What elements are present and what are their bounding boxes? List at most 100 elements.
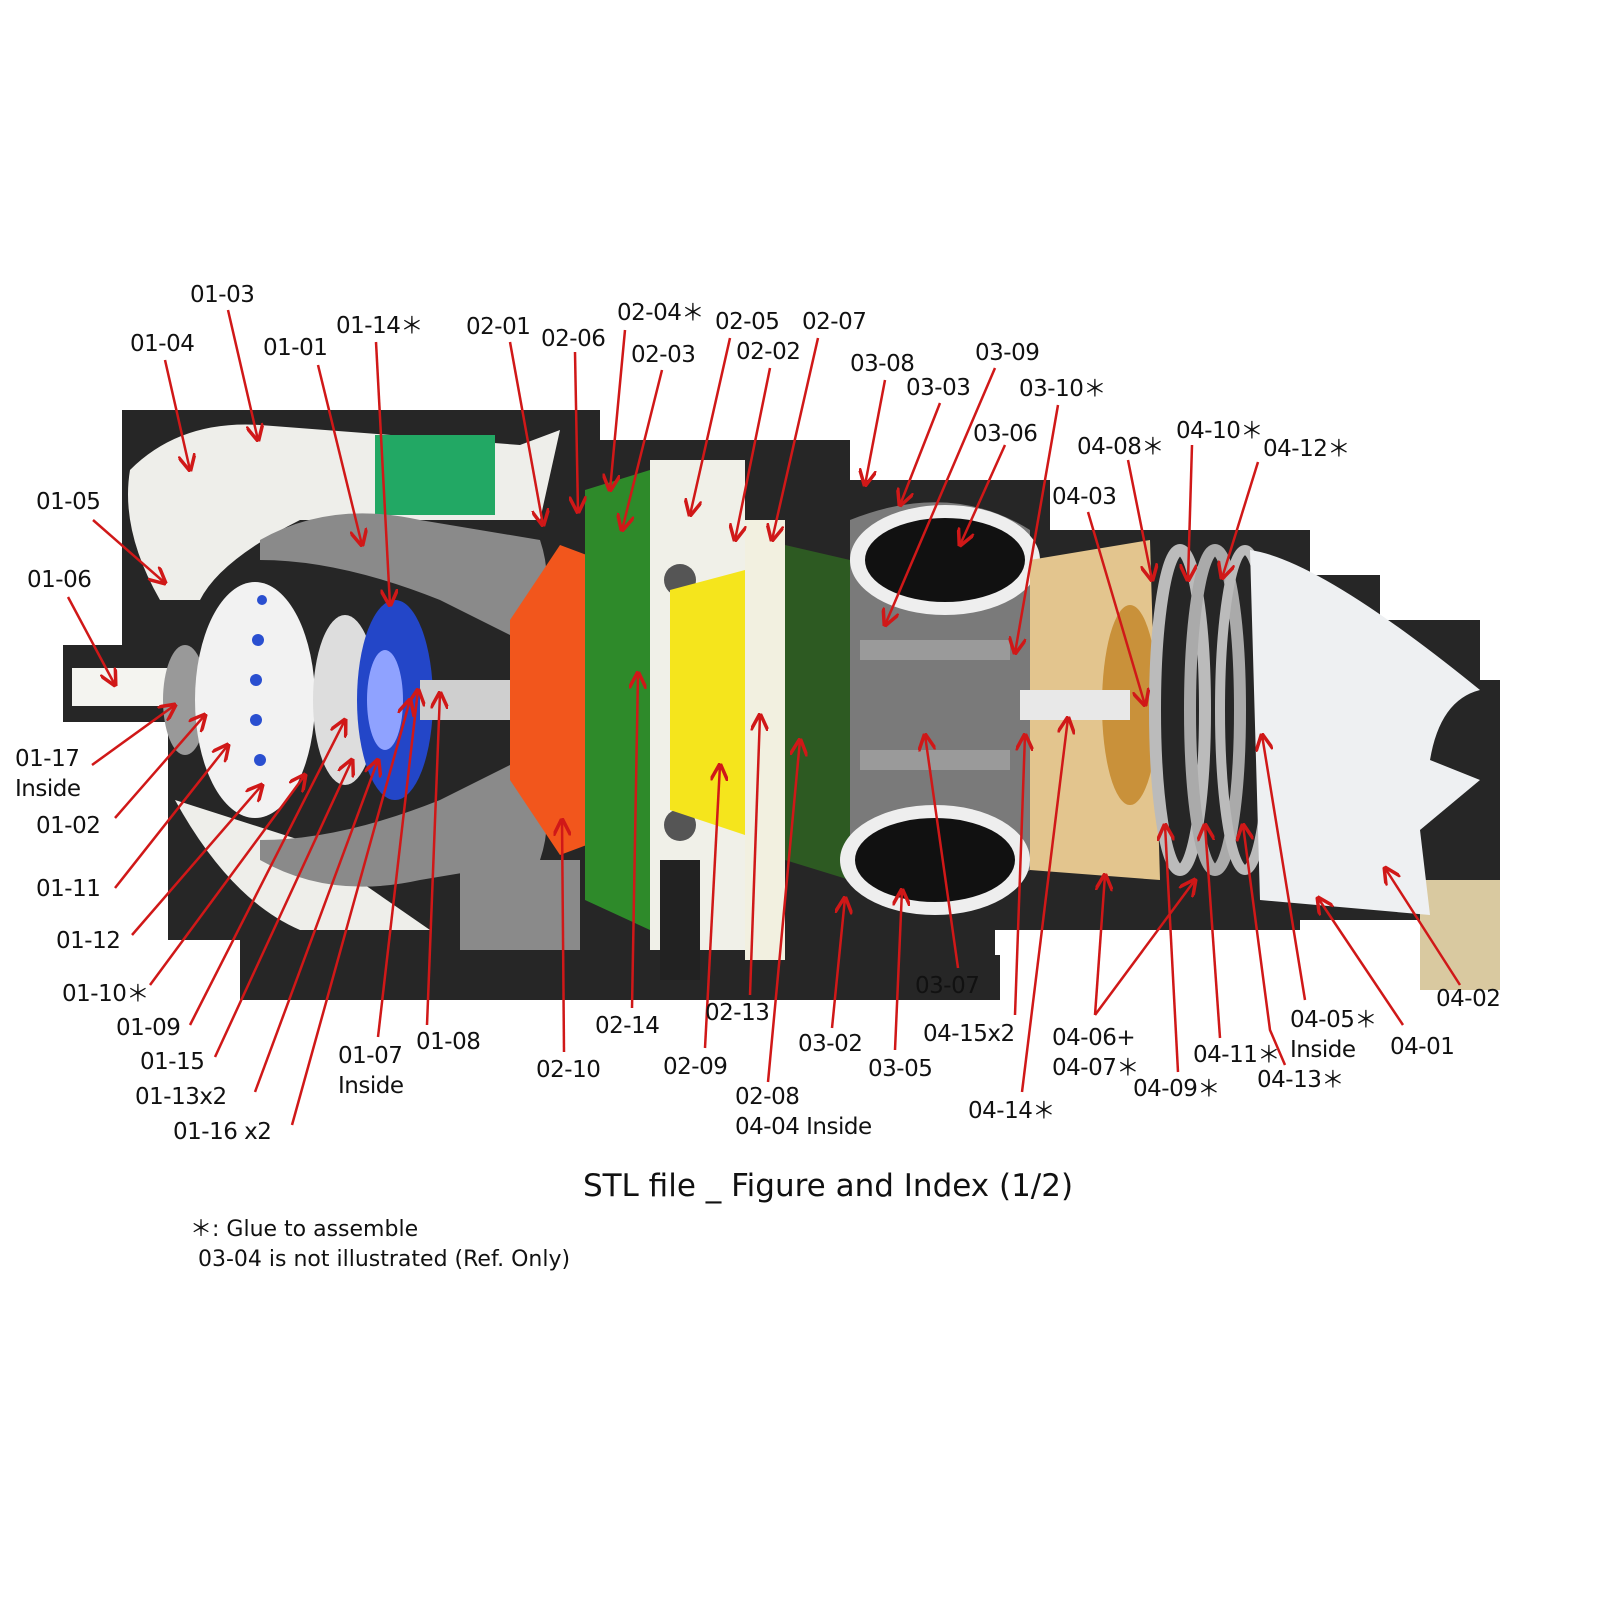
leader-arrow (253, 760, 378, 1093)
leader-arrow (1086, 511, 1145, 705)
leader-arrow (830, 898, 845, 1029)
part-id: 03-08 (850, 351, 915, 377)
part-label-03-03: 03-03 (906, 373, 971, 403)
part-note: 04-04 Inside (735, 1114, 872, 1140)
leader-arrow (1093, 880, 1195, 1016)
part-label-04-10: 04-10＊ (1176, 416, 1263, 446)
part-label-02-14: 02-14 (595, 1011, 660, 1041)
part-label-01-13x2: 01-13x2 (135, 1082, 227, 1112)
part-id: 04-09＊ (1133, 1076, 1220, 1102)
part-label-02-10: 02-10 (536, 1055, 601, 1085)
part-id: 04-11＊ (1193, 1042, 1280, 1068)
part-label-04-15x2: 04-15x2 (923, 1019, 1015, 1049)
leader-arrow (374, 341, 390, 605)
part-label-02-01: 02-01 (466, 312, 531, 342)
leader-arrow (895, 890, 902, 1051)
leader-arrow (508, 341, 543, 525)
leader-arrow (66, 596, 115, 685)
leader-arrow (772, 337, 820, 540)
part-id: 03-09 (975, 340, 1040, 366)
leader-arrow (1188, 444, 1192, 580)
leader-arrow (1385, 868, 1462, 986)
part-id: 01-12 (56, 928, 121, 954)
part-id: 01-13x2 (135, 1084, 227, 1110)
part-label-02-06: 02-06 (541, 324, 606, 354)
leader-arrow (1222, 461, 1260, 578)
leader-arrow (865, 379, 887, 485)
leader-arrow (1126, 459, 1152, 580)
part-id: 04-02 (1436, 986, 1501, 1012)
part-id: 02-08 (735, 1084, 800, 1110)
ref-note: 03-04 is not illustrated (Ref. Only) (198, 1247, 571, 1272)
part-id: 03-05 (868, 1056, 933, 1082)
part-id: 01-03 (190, 282, 255, 308)
part-label-03-06: 03-06 (973, 419, 1038, 449)
part-label-03-10: 03-10＊ (1019, 374, 1106, 404)
part-note: Inside (15, 776, 81, 802)
part-label-04-12: 04-12＊ (1263, 434, 1350, 464)
part-label-02-07: 02-07 (802, 307, 867, 337)
part-label-01-10: 01-10＊ (62, 979, 149, 1009)
part-id: 03-10＊ (1019, 376, 1106, 402)
leader-arrow (1318, 898, 1405, 1026)
part-note: Inside (1290, 1037, 1356, 1063)
part-id: 02-07 (802, 309, 867, 335)
part-label-04-05: 04-05＊Inside (1290, 1005, 1377, 1065)
part-id: 04-15x2 (923, 1021, 1015, 1047)
part-label-01-09: 01-09 (116, 1013, 181, 1043)
leader-arrow (610, 329, 627, 490)
part-label-01-01: 01-01 (263, 333, 328, 363)
part-id: 03-07 (915, 973, 980, 999)
part-label-04-08: 04-08＊ (1077, 432, 1164, 462)
leader-arrow (925, 735, 960, 969)
part-id: 02-04＊ (617, 300, 704, 326)
part-id: 01-01 (263, 335, 328, 361)
part-label-02-09: 02-09 (663, 1052, 728, 1082)
leader-arrow (1020, 718, 1068, 1093)
part-label-01-08: 01-08 (416, 1027, 481, 1057)
leader-arrow (1165, 825, 1180, 1073)
intake-section (72, 424, 560, 930)
leader-arrow (114, 715, 205, 819)
part-label-01-14: 01-14＊ (336, 311, 423, 341)
part-id: 02-14 (595, 1013, 660, 1039)
part-label-04-01: 04-01 (1390, 1032, 1455, 1062)
turbine-section (1020, 540, 1480, 915)
leader-arrow (575, 351, 578, 512)
leader-arrow (148, 775, 305, 986)
part-label-02-05: 02-05 (715, 307, 780, 337)
part-id: 02-09 (663, 1054, 728, 1080)
part-label-04-11: 04-11＊ (1193, 1040, 1280, 1070)
leader-arrow (1013, 735, 1025, 1016)
part-id: 01-15 (140, 1049, 205, 1075)
leader-arrow (1093, 875, 1105, 1016)
part-label-03-05: 03-05 (868, 1054, 933, 1084)
leader-arrow (632, 673, 638, 1009)
leader-arrow (226, 309, 258, 440)
leader-arrow (163, 359, 190, 470)
leader-arrow (91, 705, 175, 767)
part-label-01-12: 01-12 (56, 926, 121, 956)
part-label-04-06: 04-06+04-07＊ (1052, 1023, 1139, 1083)
leader-arrow (703, 765, 720, 1049)
part-id: 01-06 (27, 567, 92, 593)
leader-arrow (1015, 404, 1060, 653)
part-id: 02-03 (631, 342, 696, 368)
part-id: 04-10＊ (1176, 418, 1263, 444)
part-label-02-02: 02-02 (736, 337, 801, 367)
part-label-01-03: 01-03 (190, 280, 255, 310)
part-label-04-13: 04-13＊ (1257, 1065, 1344, 1095)
leader-arrow (131, 785, 262, 936)
leader-arrow (1243, 825, 1287, 1066)
part-label-01-15: 01-15 (140, 1047, 205, 1077)
part-id: 03-03 (906, 375, 971, 401)
part-id: 01-08 (416, 1029, 481, 1055)
part-id: 01-14＊ (336, 313, 423, 339)
part-label-04-09: 04-09＊ (1133, 1074, 1220, 1104)
leader-arrow (316, 364, 362, 545)
part-id: 01-17 (15, 746, 80, 772)
